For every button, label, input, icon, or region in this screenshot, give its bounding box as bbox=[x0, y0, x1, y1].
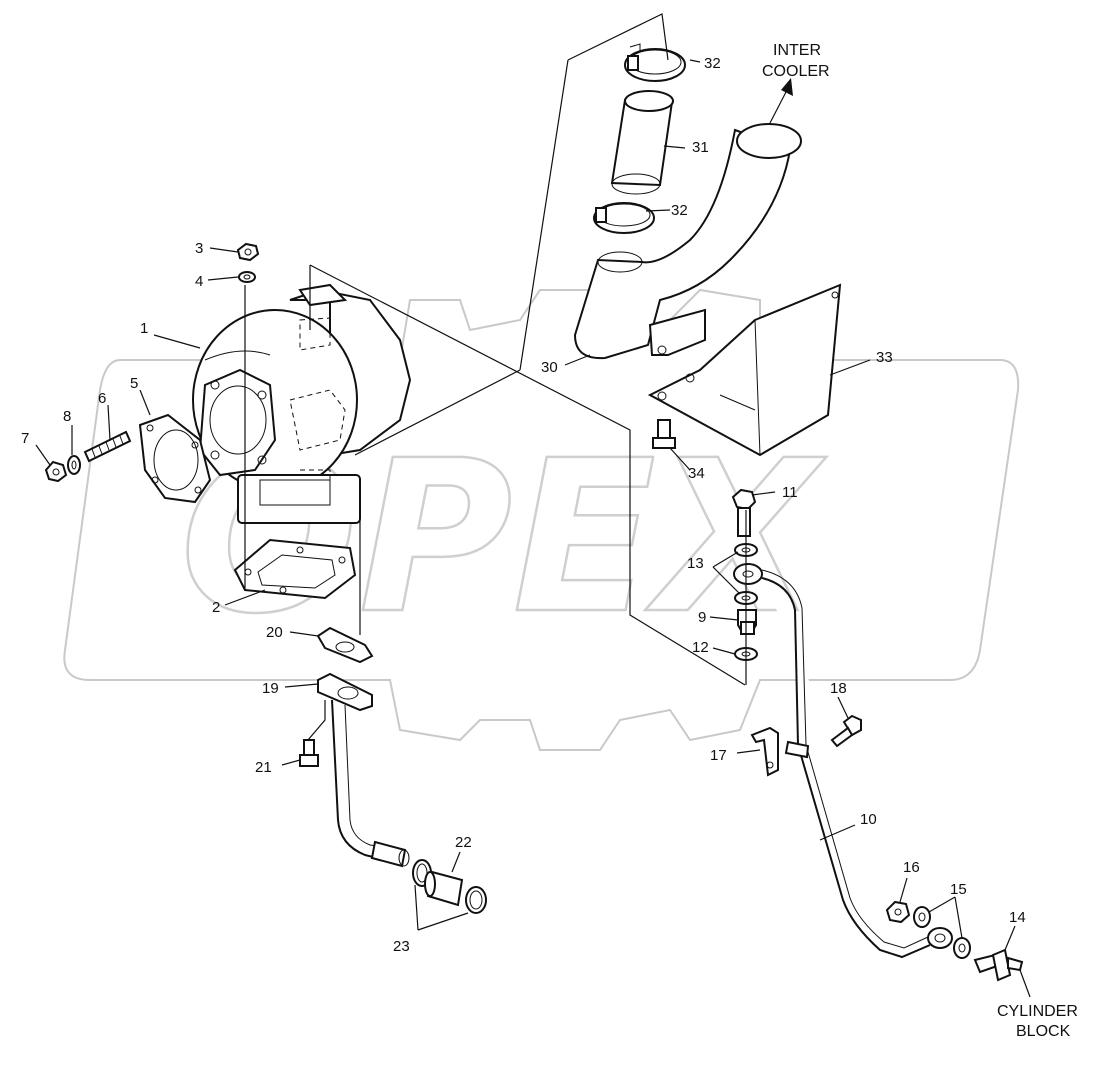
callout-30: 30 bbox=[541, 359, 558, 376]
inter-cooler-arrow bbox=[769, 78, 793, 124]
drain-pipe-part-19 bbox=[317, 672, 410, 868]
nut-part-7 bbox=[44, 460, 68, 483]
callout-2: 2 bbox=[212, 599, 220, 616]
callout-7: 7 bbox=[21, 430, 29, 447]
bolt-part-11 bbox=[731, 488, 757, 537]
callout-18: 18 bbox=[830, 680, 847, 697]
callout-32-top: 32 bbox=[704, 55, 721, 72]
connector-part-9 bbox=[737, 609, 757, 635]
hose-clamp-part-23-b bbox=[465, 886, 487, 914]
washer-part-15-a bbox=[913, 906, 931, 928]
callout-5: 5 bbox=[130, 375, 138, 392]
washer-part-15-b bbox=[953, 937, 971, 959]
callout-20: 20 bbox=[266, 624, 283, 641]
turbocharger bbox=[192, 283, 412, 524]
callout-23: 23 bbox=[393, 938, 410, 955]
callout-8: 8 bbox=[63, 408, 71, 425]
callout-13: 13 bbox=[687, 555, 704, 572]
inter-cooler-label-line1: INTER bbox=[773, 42, 821, 59]
callout-11: 11 bbox=[782, 484, 798, 501]
hose-clamp-part-32-top bbox=[624, 43, 686, 82]
callout-33: 33 bbox=[876, 349, 893, 366]
cylinder-block-label-line1: CYLINDER bbox=[997, 1003, 1078, 1020]
callout-4: 4 bbox=[195, 273, 203, 290]
hose-part-31 bbox=[610, 90, 674, 195]
callout-3: 3 bbox=[195, 240, 203, 257]
destination-labels: INTER COOLER CYLINDER BLOCK bbox=[762, 42, 1078, 1040]
callout-22: 22 bbox=[455, 834, 472, 851]
bolt-part-21 bbox=[299, 739, 319, 767]
callout-14: 14 bbox=[1009, 909, 1026, 926]
hose-clamp-part-32-lower bbox=[593, 202, 655, 234]
inter-cooler-label-line2: COOLER bbox=[762, 63, 830, 80]
callout-10: 10 bbox=[860, 811, 877, 828]
assembly-reference-lines bbox=[244, 13, 747, 686]
callout-19: 19 bbox=[262, 680, 279, 697]
callout-31: 31 bbox=[692, 139, 709, 156]
callout-labels: 1 2 3 4 5 6 7 8 9 10 11 12 13 14 15 16 1… bbox=[21, 55, 1026, 955]
banjo-eye-upper bbox=[733, 563, 763, 585]
bolt-part-18 bbox=[830, 714, 862, 748]
cylinder-block-label-line2: BLOCK bbox=[1016, 1023, 1071, 1040]
clip-part-17 bbox=[750, 726, 779, 777]
gasket-part-20 bbox=[316, 626, 374, 664]
callout-1: 1 bbox=[140, 320, 148, 337]
callout-16: 16 bbox=[903, 859, 920, 876]
stud-part-6 bbox=[83, 430, 132, 463]
callout-17: 17 bbox=[710, 747, 727, 764]
callout-6: 6 bbox=[98, 390, 106, 407]
banjo-bolt-part-14 bbox=[973, 948, 1024, 982]
oil-pipe-part-10 bbox=[761, 569, 953, 959]
nut-part-3 bbox=[236, 242, 260, 262]
hose-part-22 bbox=[424, 870, 464, 907]
callout-9: 9 bbox=[698, 609, 706, 626]
leader-lines bbox=[35, 59, 1031, 998]
bolt-part-34 bbox=[652, 419, 676, 449]
intercooler-pipe-part-30 bbox=[573, 123, 802, 360]
callout-34: 34 bbox=[688, 465, 705, 482]
callout-15: 15 bbox=[950, 881, 967, 898]
callout-21: 21 bbox=[255, 759, 272, 776]
callout-12: 12 bbox=[692, 639, 709, 656]
washer-part-8 bbox=[67, 455, 81, 475]
gasket-part-5 bbox=[138, 413, 212, 504]
washer-part-4 bbox=[238, 271, 256, 283]
bracket-part-33 bbox=[647, 283, 842, 457]
callout-32-lower: 32 bbox=[671, 202, 688, 219]
nut-part-16 bbox=[885, 900, 911, 924]
